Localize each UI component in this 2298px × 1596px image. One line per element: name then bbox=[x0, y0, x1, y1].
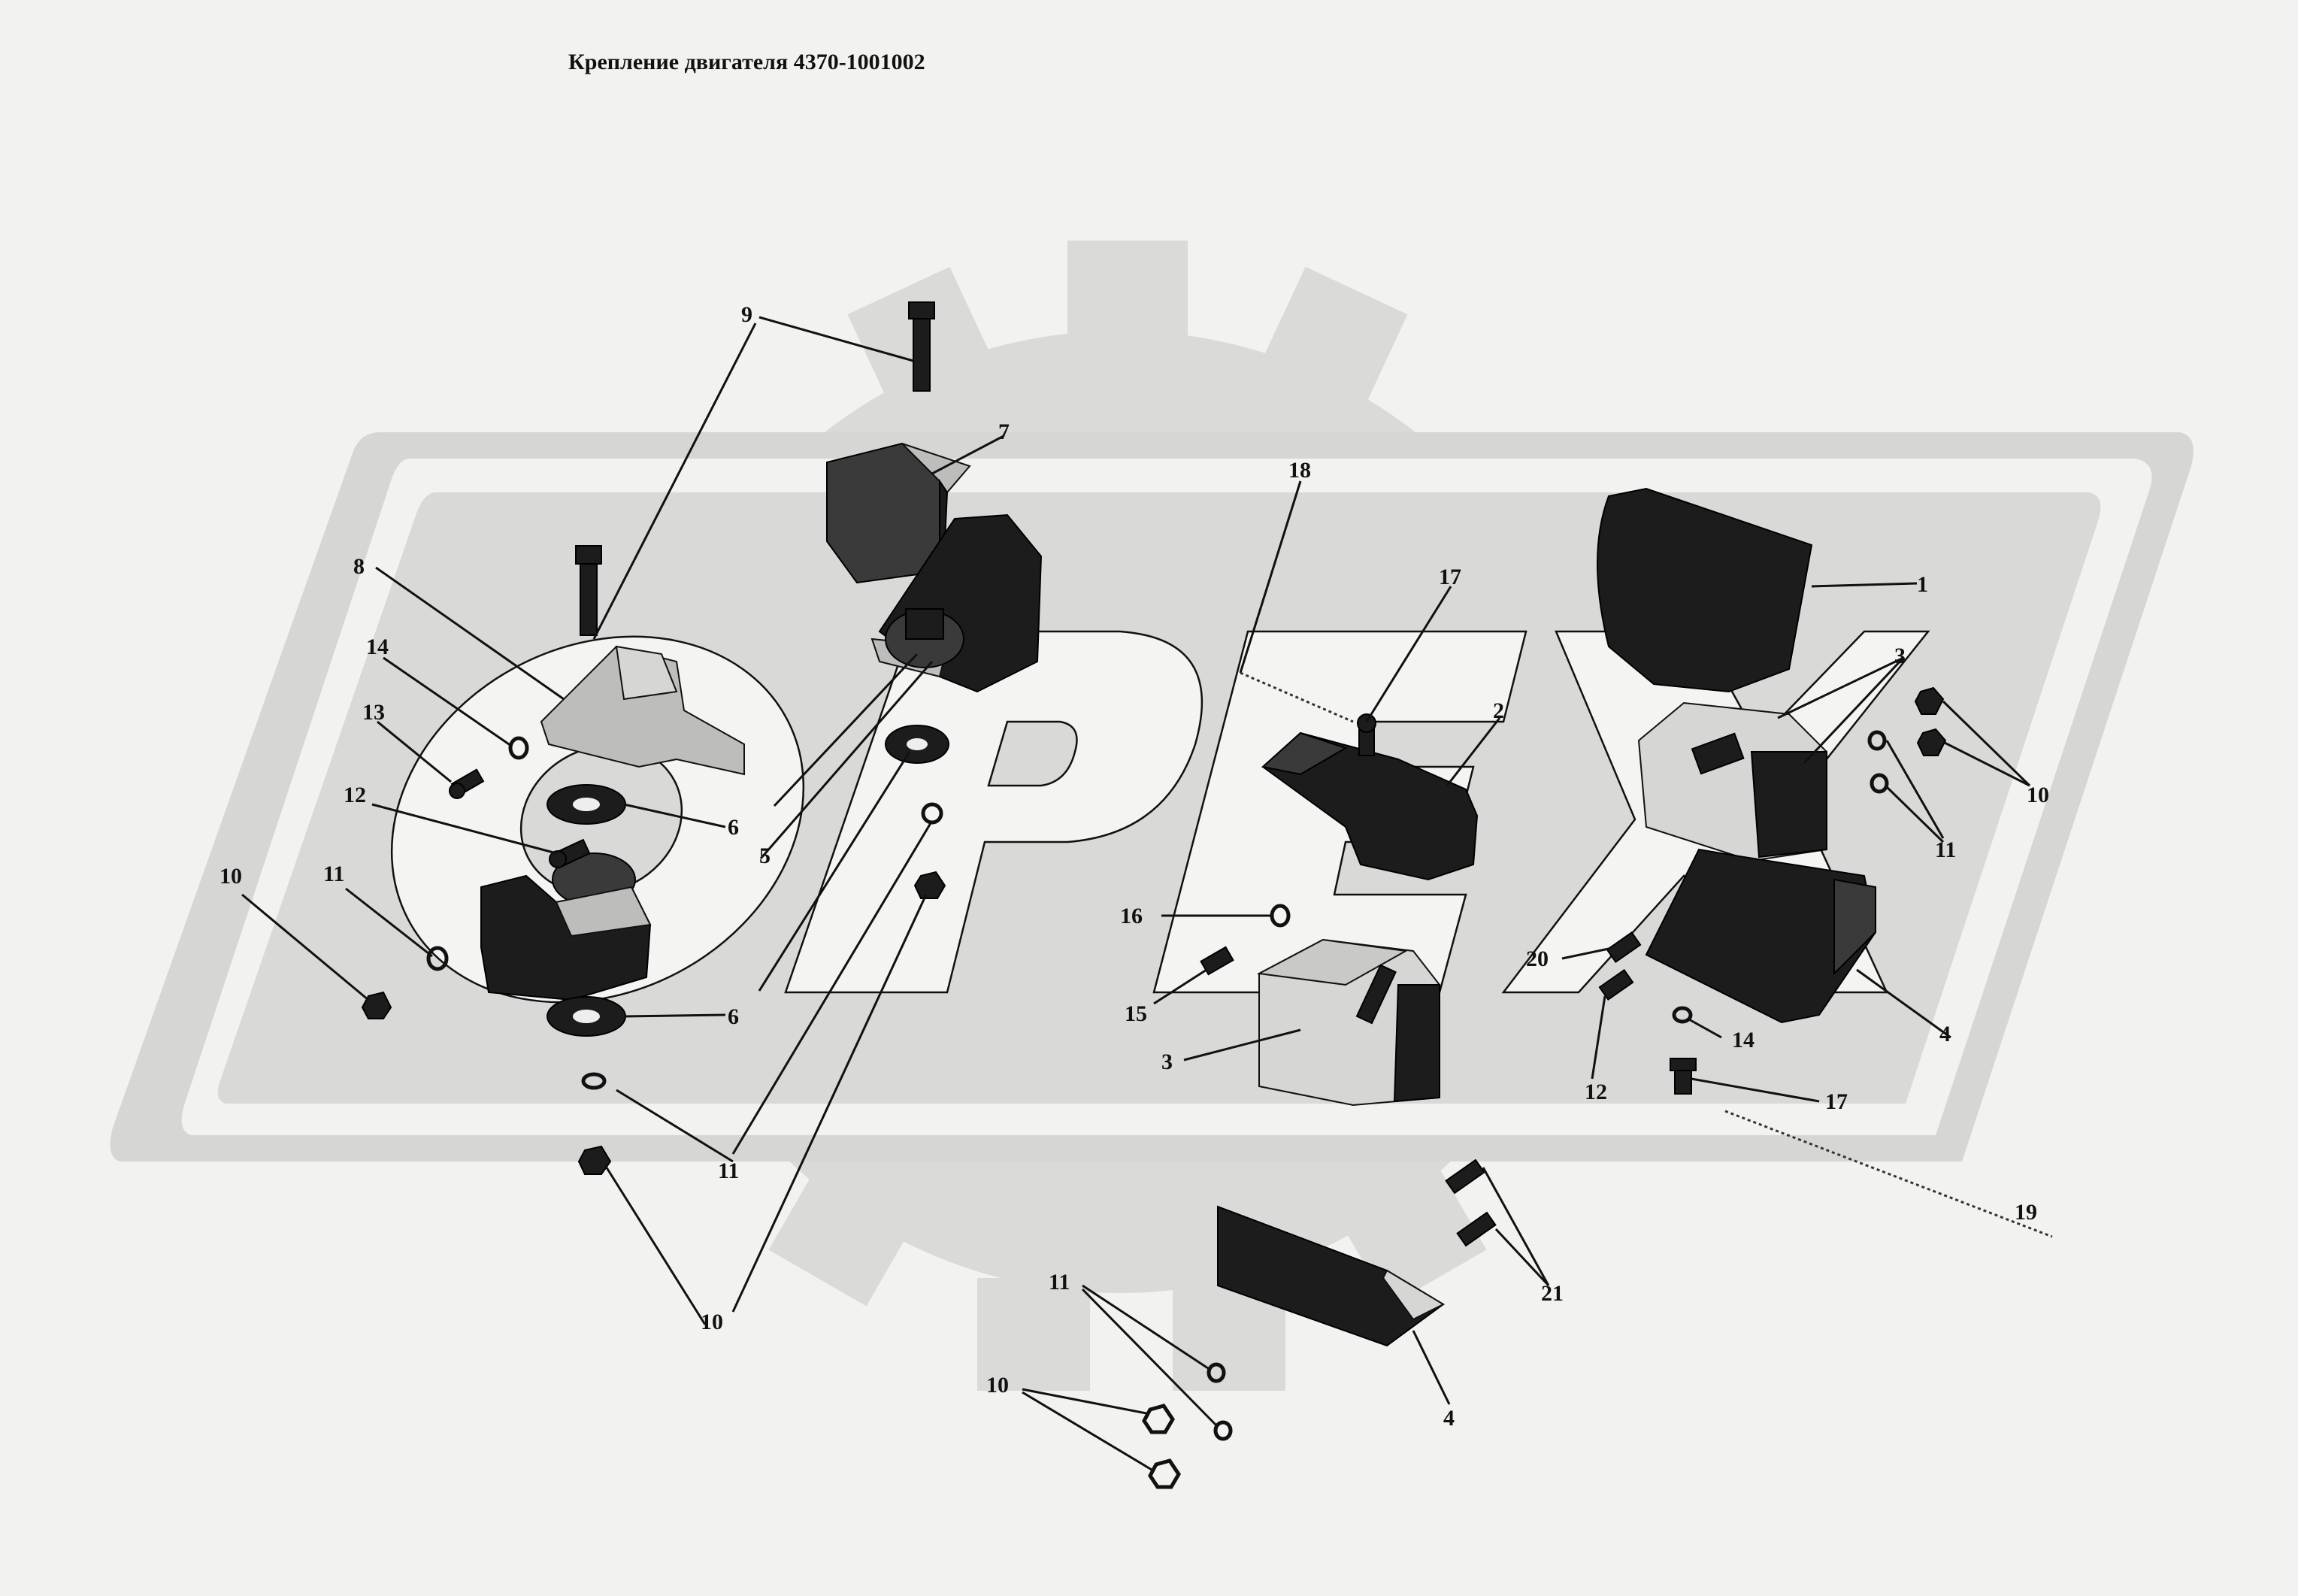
part-10-nut-c bbox=[913, 871, 946, 899]
part-13-bolt bbox=[449, 768, 485, 799]
callout-11-bottom: 11 bbox=[1049, 1270, 1070, 1295]
callout-1: 1 bbox=[1917, 572, 1928, 597]
callout-18: 18 bbox=[1288, 458, 1311, 483]
part-8-bracket bbox=[540, 645, 745, 776]
callout-3-right: 3 bbox=[1894, 644, 1906, 668]
part-17-bolt-lower bbox=[1670, 1058, 1697, 1095]
part-10-nut-bottom-b bbox=[1148, 1458, 1181, 1489]
callout-5: 5 bbox=[759, 843, 771, 868]
part-10-nut-bottom-a bbox=[1142, 1404, 1175, 1434]
part-12-bolt-right bbox=[1598, 968, 1634, 1001]
part-11-washer-bottom-a bbox=[1207, 1362, 1226, 1383]
callout-labels: 9 7 18 1 8 17 14 3 13 2 10 12 6 11 5 10 … bbox=[220, 302, 2049, 1431]
part-1-bracket bbox=[1597, 487, 1813, 693]
part-15-bolt bbox=[1200, 946, 1234, 976]
callout-11-mid: 11 bbox=[718, 1158, 739, 1183]
part-3-mount-middle bbox=[1256, 938, 1440, 1107]
callout-6-upper: 6 bbox=[728, 815, 739, 840]
callout-2: 2 bbox=[1493, 698, 1504, 723]
part-14-washer bbox=[508, 736, 529, 760]
callout-10-bottom: 10 bbox=[986, 1373, 1009, 1398]
callout-6-lower: 6 bbox=[728, 1004, 739, 1029]
watermark-letter-p bbox=[784, 630, 1203, 994]
part-7-bracket bbox=[826, 442, 971, 584]
part-3-mount-right bbox=[1637, 701, 1827, 862]
callout-16: 16 bbox=[1120, 904, 1143, 928]
part-11-washer-right-a bbox=[1867, 730, 1887, 751]
callout-10-right: 10 bbox=[2027, 783, 2049, 807]
part-10-nut-right-b bbox=[1916, 728, 1947, 756]
callout-21: 21 bbox=[1541, 1281, 1564, 1306]
leader-lines bbox=[241, 316, 2053, 1471]
diagram-title: Крепление двигателя 4370-1001002 bbox=[568, 50, 925, 74]
callout-14-right: 14 bbox=[1732, 1028, 1755, 1052]
part-21-bolt-b bbox=[1456, 1211, 1497, 1247]
part-9-bolt-top bbox=[908, 301, 935, 392]
part-11-washer-a bbox=[426, 946, 449, 971]
callout-15: 15 bbox=[1125, 1001, 1147, 1026]
part-11-washer-right-b bbox=[1870, 773, 1889, 794]
callout-20: 20 bbox=[1526, 946, 1549, 971]
callout-4-bottom: 4 bbox=[1443, 1406, 1455, 1431]
callout-17-upper: 17 bbox=[1439, 565, 1461, 589]
part-2-bracket bbox=[1261, 731, 1479, 881]
callout-13: 13 bbox=[362, 700, 385, 725]
callout-4-right: 4 bbox=[1939, 1022, 1951, 1046]
watermark-logo bbox=[110, 241, 2194, 1391]
callout-19: 19 bbox=[2015, 1200, 2037, 1225]
callout-12-right: 12 bbox=[1585, 1080, 1607, 1104]
part-11-washer-b bbox=[581, 1072, 607, 1090]
part-10-nut-right-a bbox=[1914, 686, 1945, 715]
part-16-washer bbox=[1270, 904, 1291, 928]
callout-7: 7 bbox=[998, 419, 1010, 444]
callout-9: 9 bbox=[741, 302, 752, 327]
part-11-washer-c bbox=[921, 802, 943, 825]
callout-11-right: 11 bbox=[1935, 837, 1956, 862]
callout-12-left: 12 bbox=[344, 783, 366, 807]
part-14-washer-right bbox=[1672, 1006, 1693, 1024]
callout-10-mid: 10 bbox=[701, 1310, 723, 1334]
part-5-mount-lower bbox=[480, 853, 652, 1001]
part-9-bolt-left bbox=[575, 545, 602, 636]
part-12-bolt bbox=[549, 838, 591, 868]
callout-11-left: 11 bbox=[323, 862, 344, 886]
part-4-bracket-bottom bbox=[1217, 1205, 1446, 1347]
part-21-bolt-a bbox=[1445, 1158, 1485, 1195]
callout-8: 8 bbox=[353, 554, 365, 579]
callout-3-middle: 3 bbox=[1161, 1049, 1173, 1074]
callout-17-lower: 17 bbox=[1825, 1089, 1848, 1114]
part-11-washer-bottom-b bbox=[1213, 1420, 1233, 1441]
part-20-bolt bbox=[1606, 931, 1642, 964]
part-10-nut-b bbox=[577, 1145, 612, 1175]
part-4-bracket-right bbox=[1645, 848, 1877, 1024]
part-10-nut-a bbox=[361, 991, 392, 1019]
callout-10-left: 10 bbox=[220, 864, 242, 889]
callout-14-left: 14 bbox=[366, 634, 389, 659]
